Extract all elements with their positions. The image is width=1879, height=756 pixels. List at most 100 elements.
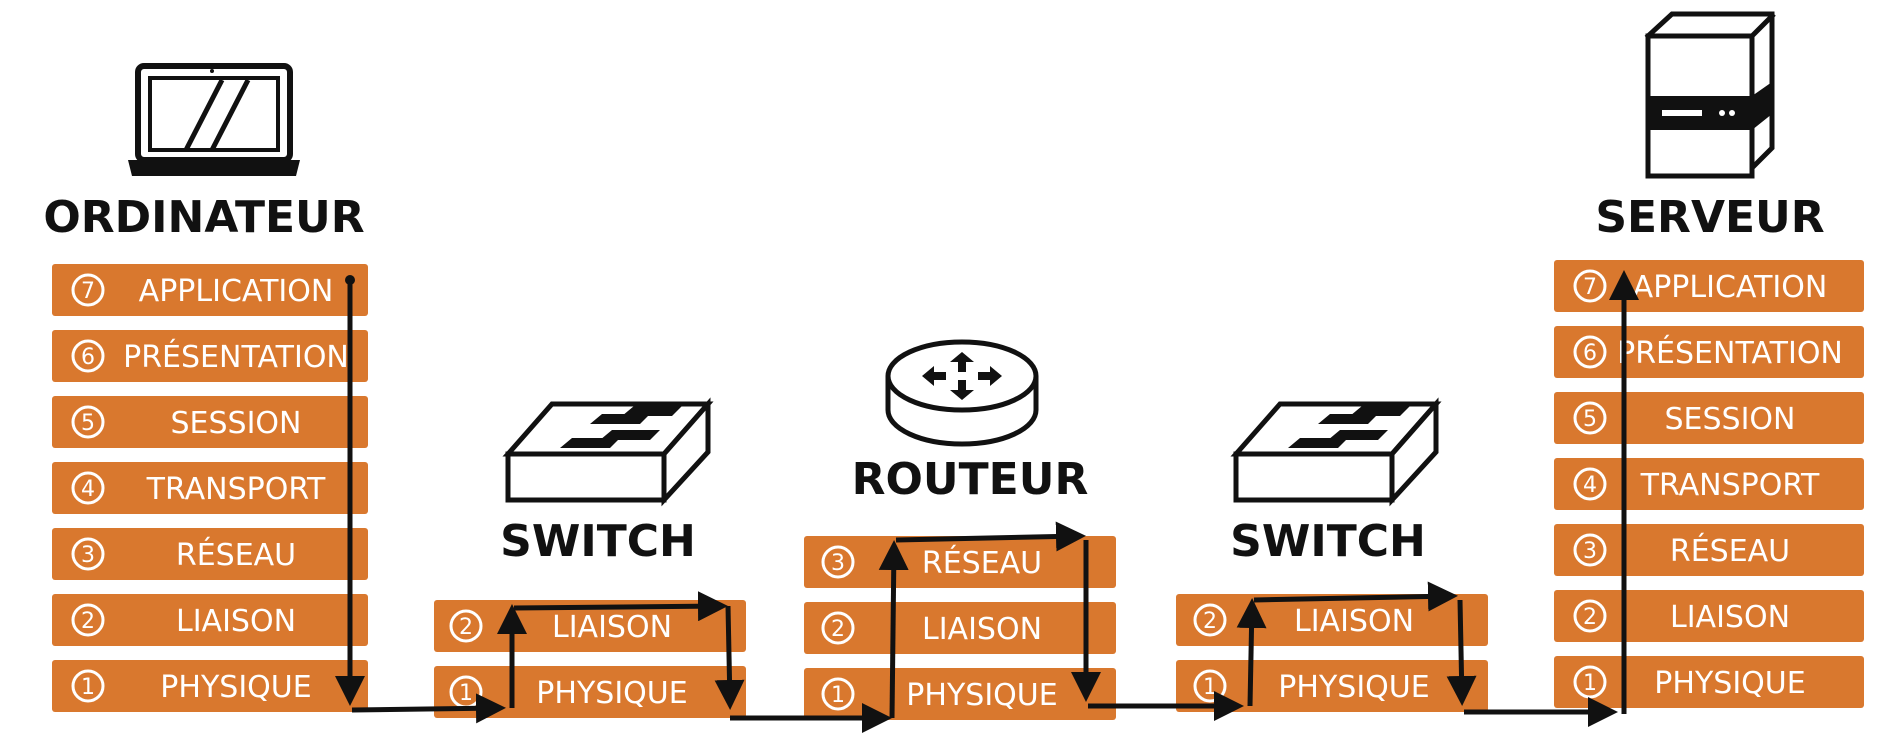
osi-layer-box [52, 396, 368, 448]
osi-layer-row: 5 SESSION [52, 396, 368, 448]
data-flow-path [335, 270, 1639, 733]
layer-number: 2 [459, 615, 473, 640]
layer-number: 1 [1583, 671, 1597, 696]
osi-layer-box [1554, 326, 1864, 378]
osi-layer-box [804, 602, 1116, 654]
layer-number-circle [1193, 603, 1227, 637]
layer-name: APPLICATION [139, 274, 334, 309]
osi-layer-box [52, 594, 368, 646]
layer-name: LIAISON [552, 610, 672, 645]
layer-name: PHYSIQUE [536, 676, 687, 711]
osi-layer-row: 3 RÉSEAU [804, 536, 1116, 588]
layer-name: SESSION [171, 406, 302, 441]
layer-number-circle [71, 603, 105, 637]
layer-name: PRÉSENTATION [1617, 335, 1843, 371]
layer-name: SESSION [1665, 402, 1796, 437]
computer-label: ORDINATEUR [43, 192, 364, 243]
layer-number-circle [1573, 401, 1607, 435]
osi-layer-row: 7 APPLICATION [52, 264, 368, 316]
layer-number: 6 [1583, 341, 1597, 366]
layer-number: 3 [831, 551, 845, 576]
layer-number: 1 [81, 675, 95, 700]
layer-number-circle [1573, 533, 1607, 567]
osi-layer-box [52, 528, 368, 580]
layer-name: LIAISON [1670, 600, 1790, 635]
layer-number: 1 [1203, 675, 1217, 700]
layer-number: 3 [1583, 539, 1597, 564]
layer-number: 2 [81, 609, 95, 634]
layer-name: LIAISON [176, 604, 296, 639]
osi-layer-row: 2 LIAISON [1554, 590, 1864, 642]
layer-number: 2 [831, 617, 845, 642]
layer-number: 5 [81, 411, 95, 436]
osi-layer-box [52, 462, 368, 514]
layer-number-circle [71, 537, 105, 571]
osi-layer-box [1176, 660, 1488, 712]
layer-number: 1 [459, 681, 473, 706]
osi-layer-box [1554, 590, 1864, 642]
layer-name: RÉSEAU [922, 545, 1042, 581]
layer-number: 6 [81, 345, 95, 370]
layer-number: 4 [1583, 473, 1597, 498]
layer-name: TRANSPORT [146, 472, 326, 507]
layer-name: PHYSIQUE [906, 678, 1057, 713]
server-label: SERVEUR [1595, 192, 1824, 243]
switch-icon [1230, 397, 1442, 507]
osi-layer-row: 2 LIAISON [52, 594, 368, 646]
layer-number-circle [821, 611, 855, 645]
router-label: ROUTEUR [852, 454, 1089, 505]
osi-layer-row: 2 LIAISON [804, 602, 1116, 654]
layer-number-circle [71, 669, 105, 703]
layer-number-circle [71, 339, 105, 373]
layer-name: PRÉSENTATION [123, 339, 349, 375]
osi-layer-box [52, 330, 368, 382]
layer-number-circle [1573, 599, 1607, 633]
layer-number-circle [1573, 335, 1607, 369]
switch-icon [502, 397, 714, 507]
layer-stacks: 7 APPLICATION 6 PRÉSENTATION 5 SESSION 4 TRANSP… [52, 260, 1864, 720]
layer-number: 3 [81, 543, 95, 568]
layer-name: PHYSIQUE [160, 670, 311, 705]
layer-number: 4 [81, 477, 95, 502]
osi-layer-row: 2 LIAISON [1176, 594, 1488, 646]
layer-number-circle [449, 609, 483, 643]
osi-layer-row: 5 SESSION [1554, 392, 1864, 444]
osi-layer-box [52, 660, 368, 712]
osi-layer-row: 6 PRÉSENTATION [52, 330, 368, 382]
osi-layer-row: 4 TRANSPORT [1554, 458, 1864, 510]
layer-name: LIAISON [1294, 604, 1414, 639]
server-icon [1644, 11, 1776, 179]
layer-number: 2 [1583, 605, 1597, 630]
layer-number-circle [1573, 269, 1607, 303]
layer-number: 2 [1203, 609, 1217, 634]
layer-name: TRANSPORT [1640, 468, 1820, 503]
layer-number: 7 [1583, 275, 1597, 300]
osi-layer-row: 1 PHYSIQUE [52, 660, 368, 712]
layer-number-circle [1193, 669, 1227, 703]
osi-layer-box [1554, 458, 1864, 510]
layer-number: 7 [81, 279, 95, 304]
layer-stack-computer: 7 APPLICATION 6 PRÉSENTATION 5 SESSION 4 TRANSP… [52, 264, 368, 712]
osi-layer-row: 4 TRANSPORT [52, 462, 368, 514]
layer-number-circle [71, 405, 105, 439]
switch-2-label: SWITCH [1230, 516, 1426, 567]
layer-number-circle [821, 545, 855, 579]
osi-layer-box [1554, 524, 1864, 576]
laptop-icon [128, 63, 300, 176]
layer-number-circle [71, 471, 105, 505]
layer-stack-switch-1: 2 LIAISON 1 PHYSIQUE [434, 600, 746, 718]
layer-number: 5 [1583, 407, 1597, 432]
router-icon [885, 339, 1039, 447]
osi-layer-box [1554, 656, 1864, 708]
layer-name: LIAISON [922, 612, 1042, 647]
